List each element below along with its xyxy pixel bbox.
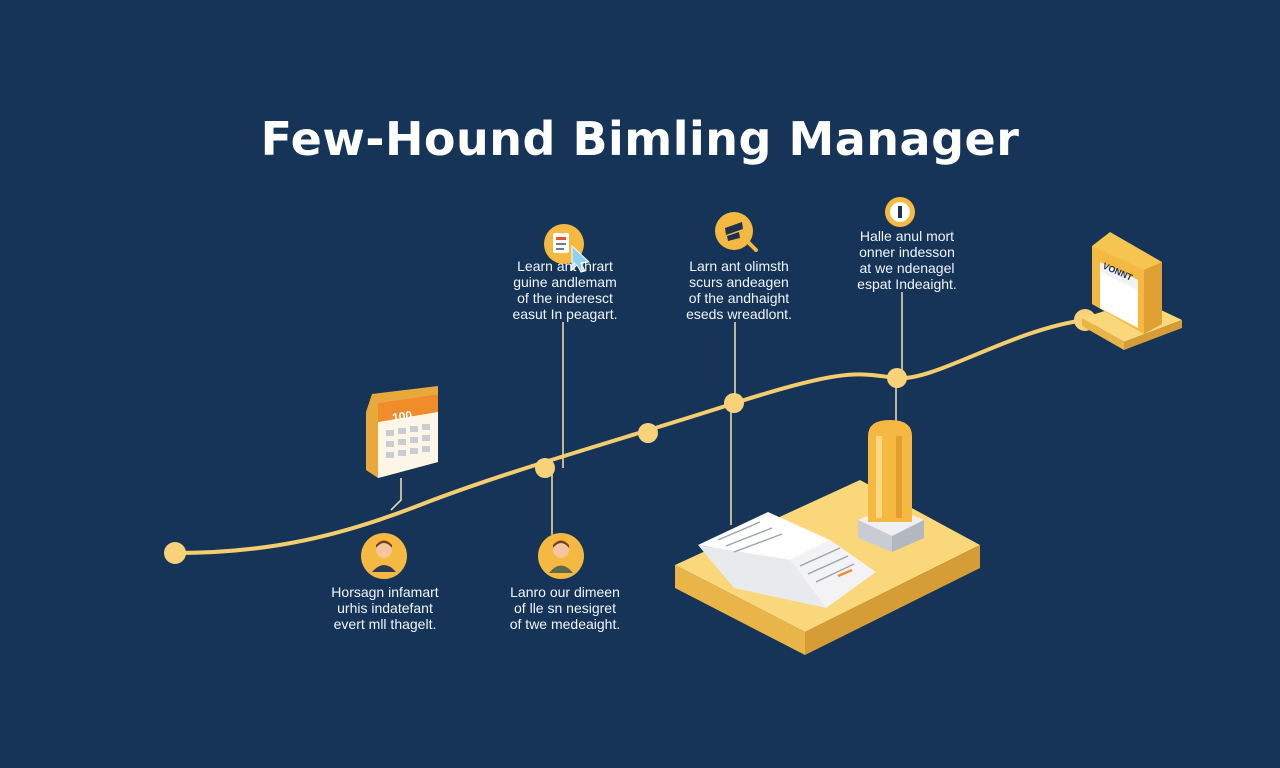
caption-line: of twe medeaight. xyxy=(509,616,621,632)
timeline-node xyxy=(164,542,186,564)
timeline-nodes xyxy=(164,309,1096,564)
page-title: Few-Hound Bimling Manager xyxy=(260,112,1020,166)
magnifier-icon xyxy=(715,212,758,252)
timeline-curve xyxy=(173,318,1087,555)
caption-line: at we ndenagel xyxy=(859,260,955,276)
caption-line: Lanro our dimeen xyxy=(510,584,620,600)
connector-line xyxy=(390,478,402,511)
calendar-icon: 100 xyxy=(366,386,438,478)
caption-step-3: Larn ant olimsth scurs andeagen of the a… xyxy=(676,258,802,322)
caption-step-2: Learn ant thrart guine andlemam of the i… xyxy=(502,258,628,322)
board-icon: VONNT xyxy=(1082,232,1182,350)
caption-line: espat Indeaight. xyxy=(857,276,957,292)
open-book-icon xyxy=(698,512,876,608)
caption-step-5: Lanro our dimeen of lle sn nesigret of t… xyxy=(502,584,628,632)
person-icon xyxy=(361,533,407,579)
caption-line: of lle sn nesigret xyxy=(514,600,616,616)
caption-line: onner indesson xyxy=(859,244,955,260)
caption-line: Larn ant olimsth xyxy=(689,258,789,274)
caption-line: of the andhaight xyxy=(688,290,790,306)
timeline-node xyxy=(887,368,907,388)
caption-line: Horsagn infamart xyxy=(331,584,439,600)
caption-line: of the inderesct xyxy=(517,290,613,306)
person-icon xyxy=(538,533,584,579)
timeline-node xyxy=(638,423,658,443)
document-cursor-icon xyxy=(544,224,591,273)
caption-line: Halle anul mort xyxy=(859,228,955,244)
caption-line: scurs andeagen xyxy=(689,274,789,290)
timeline-node xyxy=(724,393,744,413)
caption-line: easut In peagart. xyxy=(512,306,618,322)
caption-line: Learn ant thrart xyxy=(517,258,613,274)
caption-step-1: Horsagn infamart urhis indatefant evert … xyxy=(322,584,448,632)
caption-line: eseds wreadlont. xyxy=(686,306,792,322)
caption-line: urhis indatefant xyxy=(337,600,433,616)
caption-step-4: Halle anul mort onner indesson at we nde… xyxy=(844,228,970,292)
info-icon xyxy=(885,197,915,227)
pillar-icon xyxy=(858,420,924,552)
caption-line: evert mll thagelt. xyxy=(333,616,437,632)
timeline-node xyxy=(535,458,555,478)
caption-line: guine andlemam xyxy=(513,274,617,290)
connector-lines xyxy=(390,292,903,535)
calendar-header-text: 100 xyxy=(391,408,413,425)
